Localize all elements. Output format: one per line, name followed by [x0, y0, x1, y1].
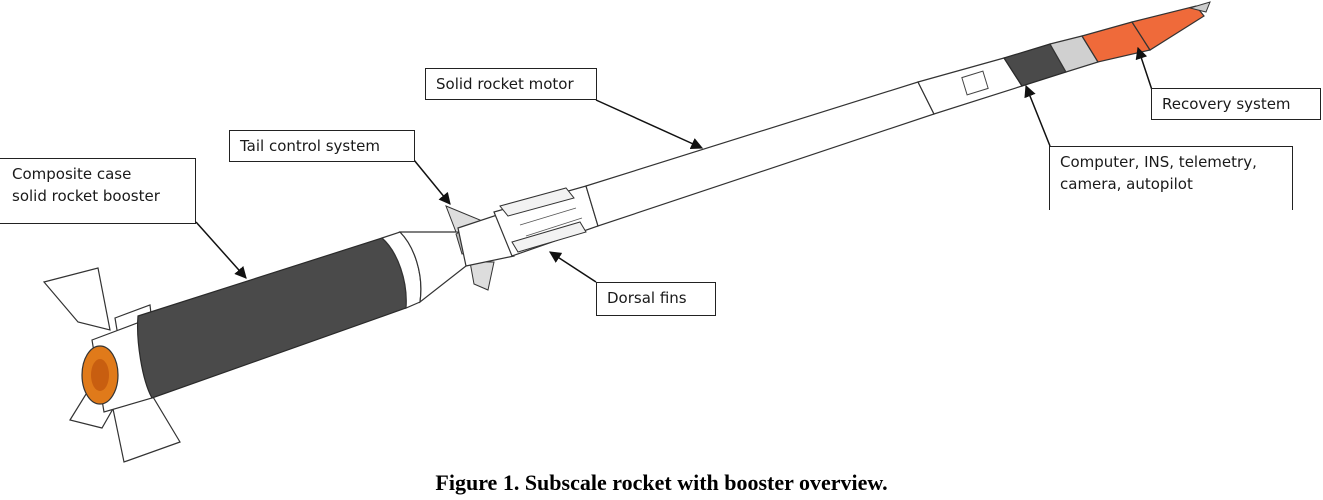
label-recovery-text: Recovery system: [1162, 95, 1291, 113]
label-tail-control-text: Tail control system: [240, 137, 380, 155]
electronics-bay: [917, 35, 1099, 115]
label-solid-motor-text: Solid rocket motor: [436, 75, 574, 93]
booster-aft: [81, 321, 153, 413]
booster-case: [137, 237, 407, 399]
figure-caption: Figure 1. Subscale rocket with booster o…: [435, 470, 888, 495]
label-computer-line2: camera, autopilot: [1060, 175, 1193, 193]
label-dorsal-fins-text: Dorsal fins: [607, 289, 687, 307]
leader-computer: [1024, 84, 1051, 147]
leader-booster: [195, 221, 247, 279]
label-recovery: Recovery system: [1151, 88, 1321, 120]
label-computer-line1: Computer, INS, telemetry,: [1060, 153, 1257, 171]
label-dorsal-fins: Dorsal fins: [596, 282, 716, 316]
label-composite-booster-line1: Composite case: [12, 165, 132, 183]
label-tail-control: Tail control system: [229, 130, 415, 162]
leader-tail-control: [413, 159, 451, 205]
label-composite-booster-line2: solid rocket booster: [12, 187, 160, 205]
rocket: [42, 1, 1211, 463]
nose-section: [1081, 1, 1211, 63]
dorsal-fin-section: [493, 185, 599, 257]
label-solid-motor: Solid rocket motor: [425, 68, 597, 100]
label-composite-booster: Composite case solid rocket booster: [0, 158, 196, 224]
leader-dorsal-fins: [548, 251, 597, 283]
leader-solid-motor: [595, 99, 704, 150]
motor-tube: [585, 81, 935, 227]
label-computer: Computer, INS, telemetry, camera, autopi…: [1049, 146, 1293, 210]
leader-lines: [195, 46, 1155, 283]
nose-cone: [1131, 5, 1205, 51]
